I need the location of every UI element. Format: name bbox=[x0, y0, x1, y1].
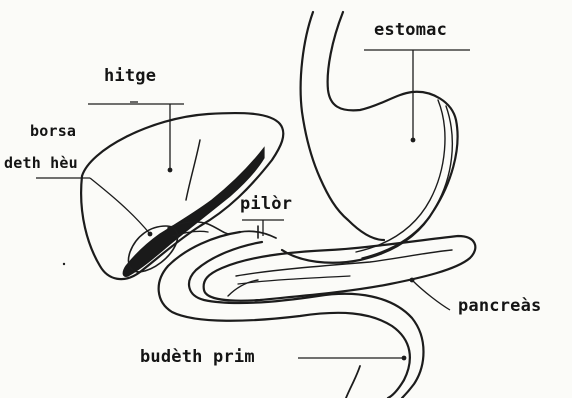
label-pylorus: pilòr bbox=[240, 196, 292, 213]
label-gallbladder-line1: borsa bbox=[30, 124, 76, 139]
label-duodenum: budèth prim bbox=[140, 349, 255, 366]
label-liver: hitge bbox=[104, 68, 156, 85]
pylorus-shape bbox=[240, 226, 276, 238]
duodenum-shape bbox=[159, 232, 424, 398]
label-pancreas: pancreàs bbox=[458, 298, 541, 315]
speck-mark bbox=[63, 263, 65, 265]
label-stomach: estomac bbox=[374, 22, 447, 39]
label-gallbladder-line2: deth hèu bbox=[4, 156, 78, 171]
